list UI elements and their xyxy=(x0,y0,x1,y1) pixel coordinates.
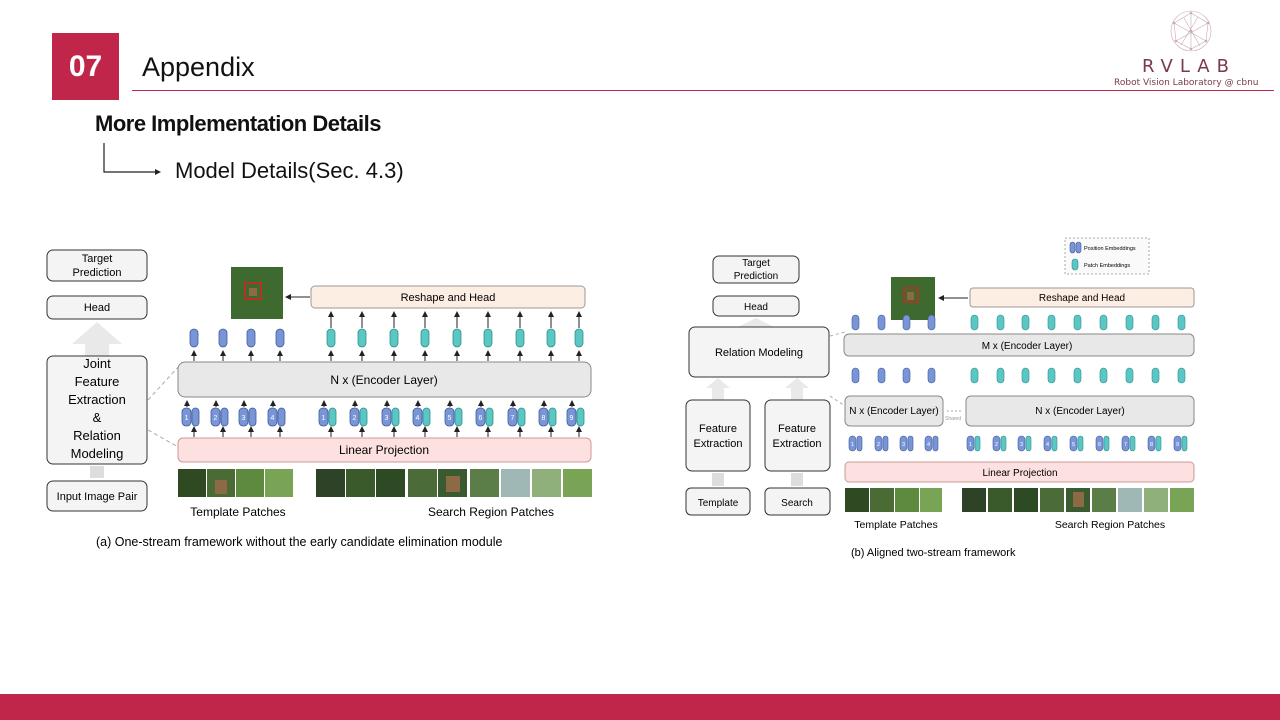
b-search-input: Search xyxy=(781,498,813,509)
a-pos-label: 2 xyxy=(353,415,357,422)
a-pos-label: 4 xyxy=(271,415,275,422)
a-template-label: Template Patches xyxy=(190,505,285,519)
a-caption: (a) One-stream framework without the ear… xyxy=(96,535,502,549)
lab-logo-text: RVLAB xyxy=(1142,56,1236,77)
b-input-tokens: 1 2 3 4 1 2 3 4 5 6 7 8 9 xyxy=(848,435,1188,452)
b-pos-label: 6 xyxy=(1098,442,1101,448)
b-encoder-n-left: N x (Encoder Layer) xyxy=(849,406,938,417)
a-pos-label: 2 xyxy=(214,415,218,422)
b-reshape-head: Reshape and Head xyxy=(1039,293,1125,304)
b-pos-label: 2 xyxy=(877,442,880,448)
a-search-label: Search Region Patches xyxy=(428,505,554,519)
page-title: Appendix xyxy=(142,52,255,82)
a-reshape-head: Reshape and Head xyxy=(401,292,496,304)
b-search-label: Search Region Patches xyxy=(1055,519,1165,531)
b-search-patches xyxy=(962,488,1194,512)
b-template-label: Template Patches xyxy=(854,519,937,531)
section-number: 07 xyxy=(52,33,119,100)
b-encoder-n-right: N x (Encoder Layer) xyxy=(1035,406,1124,417)
b-template-input: Template xyxy=(698,498,739,509)
b-relation-modeling: Relation Modeling xyxy=(715,347,803,359)
lab-logo-icon xyxy=(1170,10,1212,52)
b-pos-label: 4 xyxy=(927,442,930,448)
a-pos-label: 4 xyxy=(416,415,420,422)
b-middle-tokens xyxy=(851,367,1186,384)
b-pos-label: 5 xyxy=(1072,442,1075,448)
a-pos-label: 9 xyxy=(570,415,574,422)
a-pos-label: 6 xyxy=(479,415,483,422)
b-pos-label: 1 xyxy=(969,442,972,448)
figure-b: Position Embeddings Patch Embeddings Tar… xyxy=(685,237,1195,559)
a-pos-label: 8 xyxy=(542,415,546,422)
b-pos-label: 1 xyxy=(851,442,854,448)
b-pos-label: 7 xyxy=(1124,442,1127,448)
a-pos-label: 1 xyxy=(185,415,189,422)
a-head: Head xyxy=(84,302,110,314)
b-pos-label: 8 xyxy=(1150,442,1153,448)
b-caption: (b) Aligned two-stream framework xyxy=(851,547,1016,559)
a-pos-label: 7 xyxy=(511,415,515,422)
a-pos-label: 3 xyxy=(385,415,389,422)
b-encoder-m: M x (Encoder Layer) xyxy=(982,341,1073,352)
a-input-tokens: 1 2 3 4 1 2 3 4 5 6 7 8 9 xyxy=(181,400,585,437)
b-pos-label: 3 xyxy=(902,442,905,448)
b-shared-label: Shared xyxy=(945,416,961,422)
b-legend-pos: Position Embeddings xyxy=(1084,246,1136,252)
b-pos-label: 9 xyxy=(1176,442,1179,448)
b-head: Head xyxy=(744,302,768,313)
a-pos-label: 3 xyxy=(242,415,246,422)
subsection-title: Model Details(Sec. 4.3) xyxy=(175,158,404,183)
elbow-arrow-icon xyxy=(103,143,161,175)
a-encoder: N x (Encoder Layer) xyxy=(330,373,437,387)
b-pos-label: 3 xyxy=(1020,442,1023,448)
a-output-tokens xyxy=(189,311,584,361)
b-legend-patch: Patch Embeddings xyxy=(1084,263,1130,269)
a-linear-projection: Linear Projection xyxy=(339,443,429,457)
b-pos-label: 4 xyxy=(1046,442,1049,448)
lab-logo-subtitle: Robot Vision Laboratory @ cbnu xyxy=(1114,78,1259,88)
footer-bar xyxy=(0,694,1280,720)
b-template-patches xyxy=(845,488,942,512)
a-pos-label: 1 xyxy=(322,415,326,422)
a-input-pair: Input Image Pair xyxy=(57,491,138,503)
b-legend: Position Embeddings Patch Embeddings xyxy=(1064,237,1150,275)
a-pos-label: 5 xyxy=(448,415,452,422)
b-pos-label: 2 xyxy=(995,442,998,448)
section-subtitle: More Implementation Details xyxy=(95,111,382,136)
b-output-tokens xyxy=(851,314,1186,331)
b-linear-projection: Linear Projection xyxy=(982,468,1057,479)
a-search-patches xyxy=(316,469,592,497)
a-template-patches xyxy=(178,469,293,497)
title-rule xyxy=(132,90,1274,91)
